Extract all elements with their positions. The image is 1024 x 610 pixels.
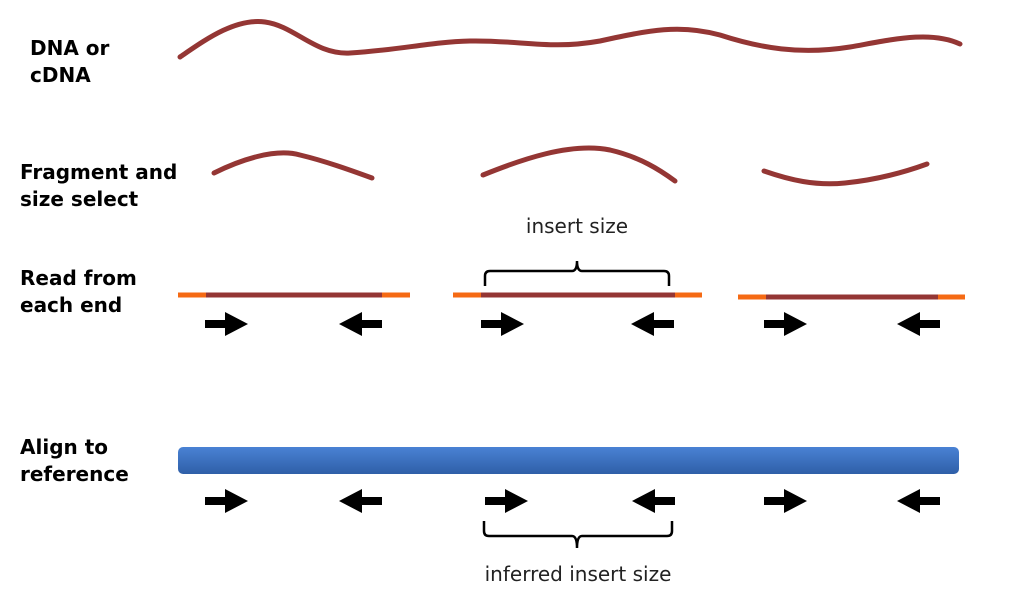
right-arrow-icon	[485, 489, 528, 513]
aligned-arrows-row	[205, 489, 940, 513]
stage-label-dna: DNA or cDNA	[30, 36, 110, 87]
right-arrow-icon	[764, 489, 807, 513]
fragment-1	[211, 150, 375, 181]
left-arrow-icon	[631, 312, 674, 336]
left-arrow-icon	[339, 312, 382, 336]
right-arrow-icon	[205, 312, 248, 336]
right-arrow-icon	[481, 312, 524, 336]
stage-label-fragment: Fragment and size select	[20, 160, 178, 211]
left-arrow-icon	[897, 312, 940, 336]
left-arrow-icon	[897, 489, 940, 513]
fragment-3	[761, 161, 930, 187]
reference-bar	[178, 447, 959, 474]
inferred-insert-size-brace	[482, 521, 674, 549]
stage-label-read: Read from each end	[20, 266, 137, 317]
left-arrow-icon	[632, 489, 675, 513]
left-arrow-icon	[339, 489, 382, 513]
stage-label-align: Align to reference	[20, 435, 129, 486]
fragment-2	[480, 145, 678, 184]
read-arrows-row	[205, 312, 940, 336]
right-arrow-icon	[764, 312, 807, 336]
insert-size-caption: insert size	[526, 214, 628, 238]
dna-strand	[177, 19, 963, 60]
inferred-insert-size-caption: inferred insert size	[485, 562, 672, 586]
right-arrow-icon	[205, 489, 248, 513]
insert-size-brace	[483, 260, 671, 286]
